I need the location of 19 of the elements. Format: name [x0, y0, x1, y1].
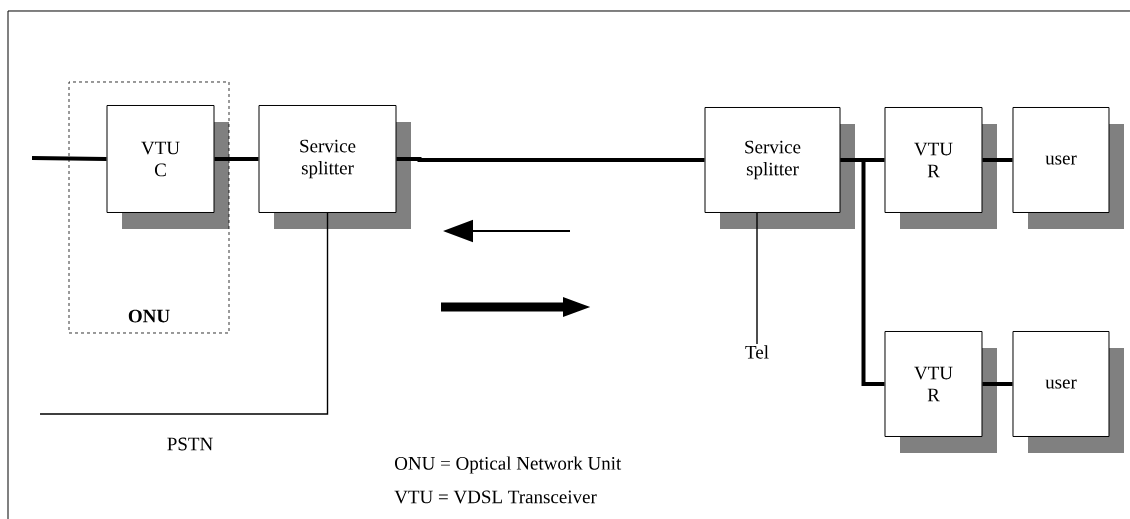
connector-line [982, 158, 1013, 162]
device-box: user [1012, 331, 1110, 437]
device-box: Service splitter [258, 105, 397, 213]
connector-line [39, 212, 329, 415]
connector-line [982, 382, 1013, 386]
connector-line [840, 158, 885, 386]
connector-line [756, 212, 758, 345]
text-label: VTU = VDSL Transceiver [394, 490, 597, 504]
device-box: user [1012, 107, 1110, 213]
device-box: VTU R [884, 331, 983, 437]
text-label: ONU = Optical Network Unit [395, 456, 622, 474]
device-box: Service splitter [704, 107, 841, 213]
connector-line [214, 157, 259, 161]
device-box: VTU C [106, 105, 215, 213]
device-box: VTU R [884, 107, 983, 213]
text-label: PSTN [167, 437, 213, 451]
text-label: Tel [745, 345, 769, 359]
connector-line [396, 157, 705, 162]
connector-line [32, 156, 107, 161]
